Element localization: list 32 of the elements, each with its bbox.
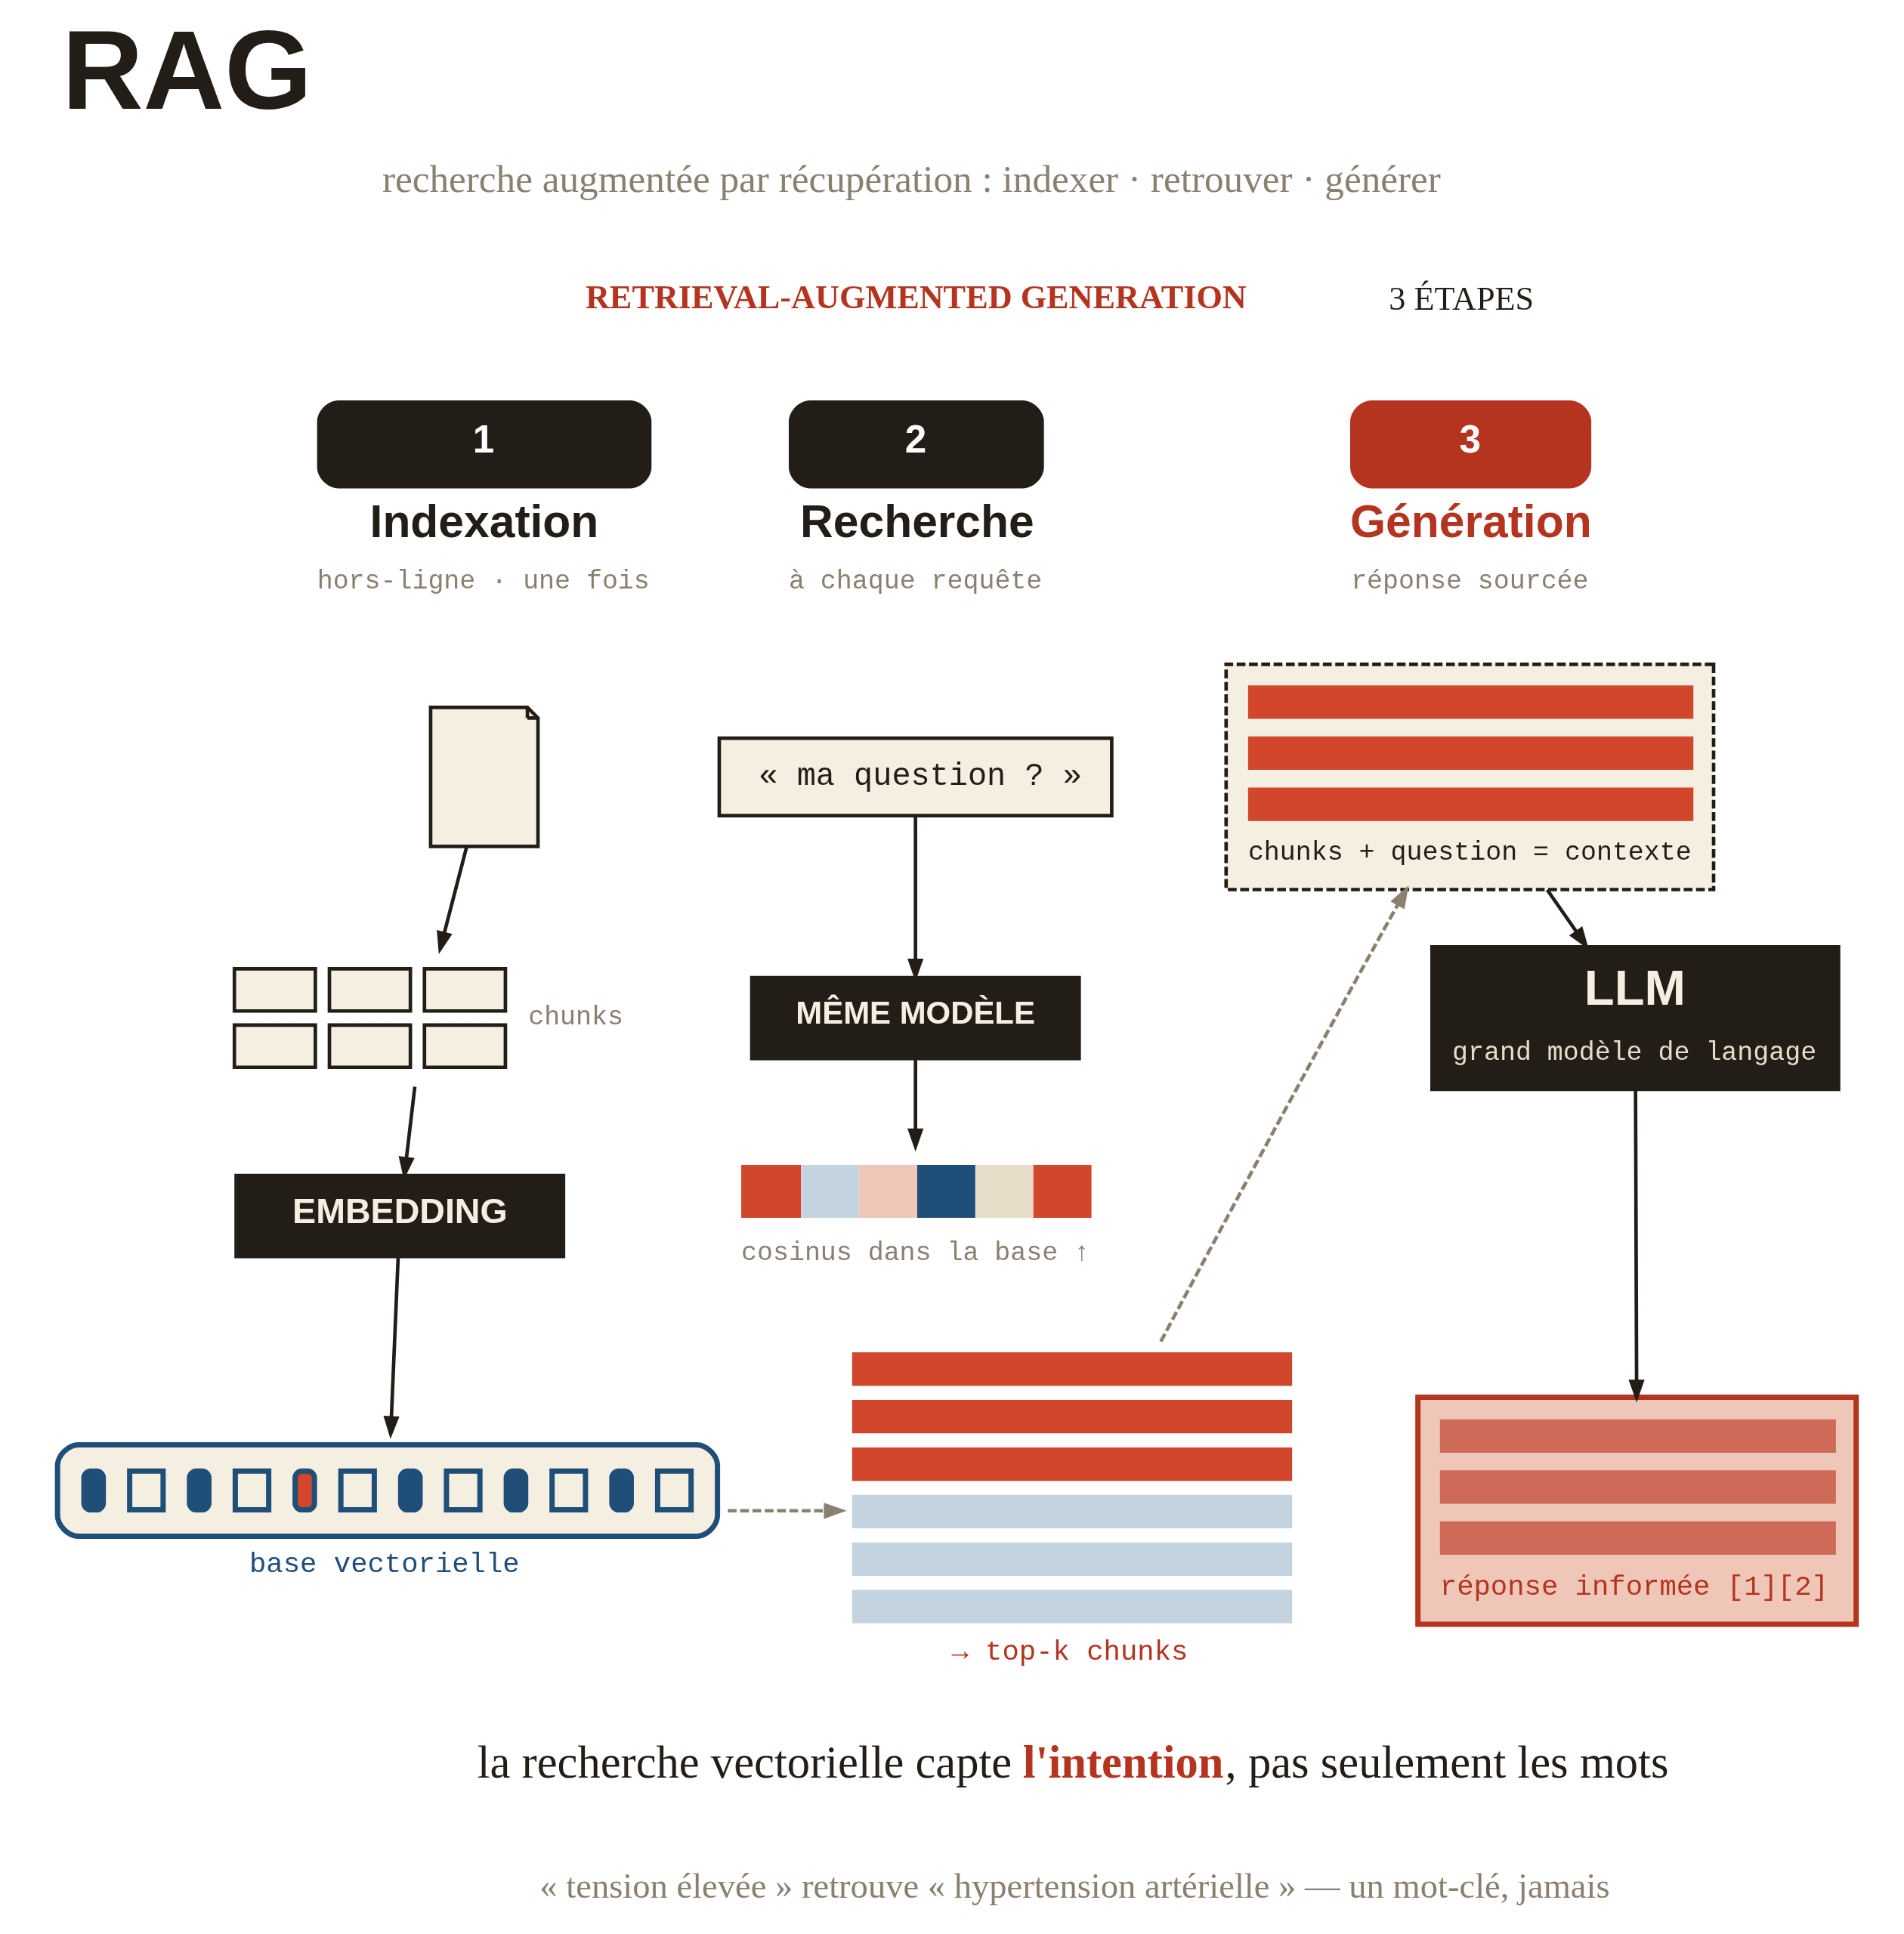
arrow — [383, 1257, 400, 1439]
node-box — [54, 1441, 721, 1540]
node-box: « ma question ? » — [717, 736, 1114, 817]
arrow — [907, 1059, 924, 1152]
node-box: réponse informée [1][2] — [1415, 1395, 1859, 1627]
node-box: LLM grand modèle de langage — [1430, 944, 1841, 1092]
node-label: hors-ligne · une fois — [317, 567, 650, 597]
node-box: 3 — [1350, 400, 1592, 489]
arrow — [1159, 885, 1409, 1342]
node-label: base vectorielle — [249, 1548, 520, 1580]
node-box: MÊME MODÈLE — [750, 975, 1081, 1061]
node-box: chunks + question = contexte — [1224, 663, 1716, 891]
node-label: chunks — [528, 1002, 623, 1032]
arrow — [1628, 1090, 1645, 1403]
arrow — [728, 1503, 847, 1519]
label: 3 ÉTAPES — [1389, 280, 1535, 318]
diagram-title: RAG — [61, 6, 313, 133]
node-label: Génération — [1350, 496, 1592, 548]
node-label: → top-k chunks — [951, 1636, 1188, 1669]
label: RETRIEVAL-AUGMENTED GENERATION — [585, 279, 1247, 317]
label: la recherche vectorielle capte l'intention, pas seulement les mots — [477, 1737, 1669, 1788]
node-box: 1 — [317, 400, 652, 489]
node-label: Recherche — [800, 496, 1034, 548]
node-label: cosinus dans la base ↑ — [741, 1237, 1090, 1268]
node-box: EMBEDDING — [234, 1173, 566, 1259]
label: « tension élevée » retrouve « hypertension artérielle » — un mot-clé, jamais — [539, 1866, 1610, 1906]
node-label: à chaque requête — [788, 567, 1043, 597]
node-box: 2 — [788, 400, 1044, 489]
node-label: Indexation — [369, 496, 599, 548]
arrow — [437, 846, 468, 955]
node-label: réponse sourcée — [1351, 567, 1589, 597]
label: recherche augmentée par récupération : indexer · retrouver · générer — [382, 157, 1441, 201]
